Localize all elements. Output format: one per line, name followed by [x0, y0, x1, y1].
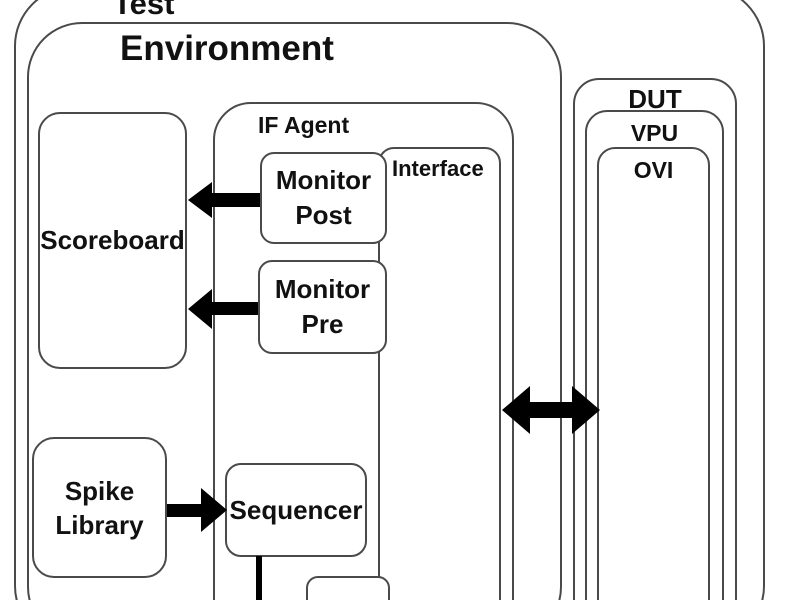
spike-library-label-line2: Library — [55, 509, 144, 540]
monitor-post-box: Monitor Post — [260, 152, 387, 244]
line-sequencer-down — [256, 556, 262, 600]
ovi-container-label: OVI — [633, 157, 674, 183]
arrow-monitor-pre-to-scoreboard-head — [188, 289, 212, 329]
spike-library-box: Spike Library — [32, 437, 167, 578]
driver-partial-box — [306, 576, 390, 600]
arrow-monitor-pre-to-scoreboard-body — [210, 302, 258, 315]
interface-box-label: Interface — [392, 156, 484, 181]
environment-container — [27, 22, 562, 600]
arrow-monitor-post-to-scoreboard-head — [188, 182, 212, 218]
arrow-spike-to-sequencer-head — [201, 488, 227, 532]
scoreboard-label: Scoreboard — [40, 225, 185, 255]
monitor-post-label-line2: Post — [295, 200, 352, 230]
monitor-pre-box: Monitor Pre — [258, 260, 387, 354]
monitor-post-label-line1: Monitor — [275, 165, 372, 195]
spike-library-label-line1: Spike — [64, 475, 135, 506]
scoreboard-box: Scoreboard — [38, 112, 187, 369]
vpu-container-label: VPU — [630, 120, 679, 146]
sequencer-box: Sequencer — [225, 463, 367, 557]
test-container — [14, 0, 765, 600]
sequencer-label: Sequencer — [229, 494, 363, 525]
if-agent-container — [213, 102, 514, 600]
if-agent-container-label: IF Agent — [258, 112, 350, 138]
environment-container-label: Environment — [120, 29, 334, 68]
arrow-spike-to-sequencer-body — [167, 504, 203, 517]
arrow-interface-dut-body — [527, 402, 575, 418]
ovi-container: OVI — [597, 147, 710, 600]
dut-container-label: DUT — [628, 84, 682, 114]
monitor-pre-label-line1: Monitor — [274, 274, 371, 304]
arrow-interface-dut-right-head — [572, 386, 600, 434]
interface-box — [378, 147, 501, 600]
dut-container: DUT — [573, 78, 737, 600]
monitor-pre-label-line2: Pre — [301, 309, 344, 339]
vpu-container: VPU — [585, 110, 724, 600]
arrow-interface-dut-left-head — [502, 386, 530, 434]
arrow-monitor-post-to-scoreboard-body — [210, 193, 260, 207]
test-container-label: Test — [113, 0, 175, 21]
